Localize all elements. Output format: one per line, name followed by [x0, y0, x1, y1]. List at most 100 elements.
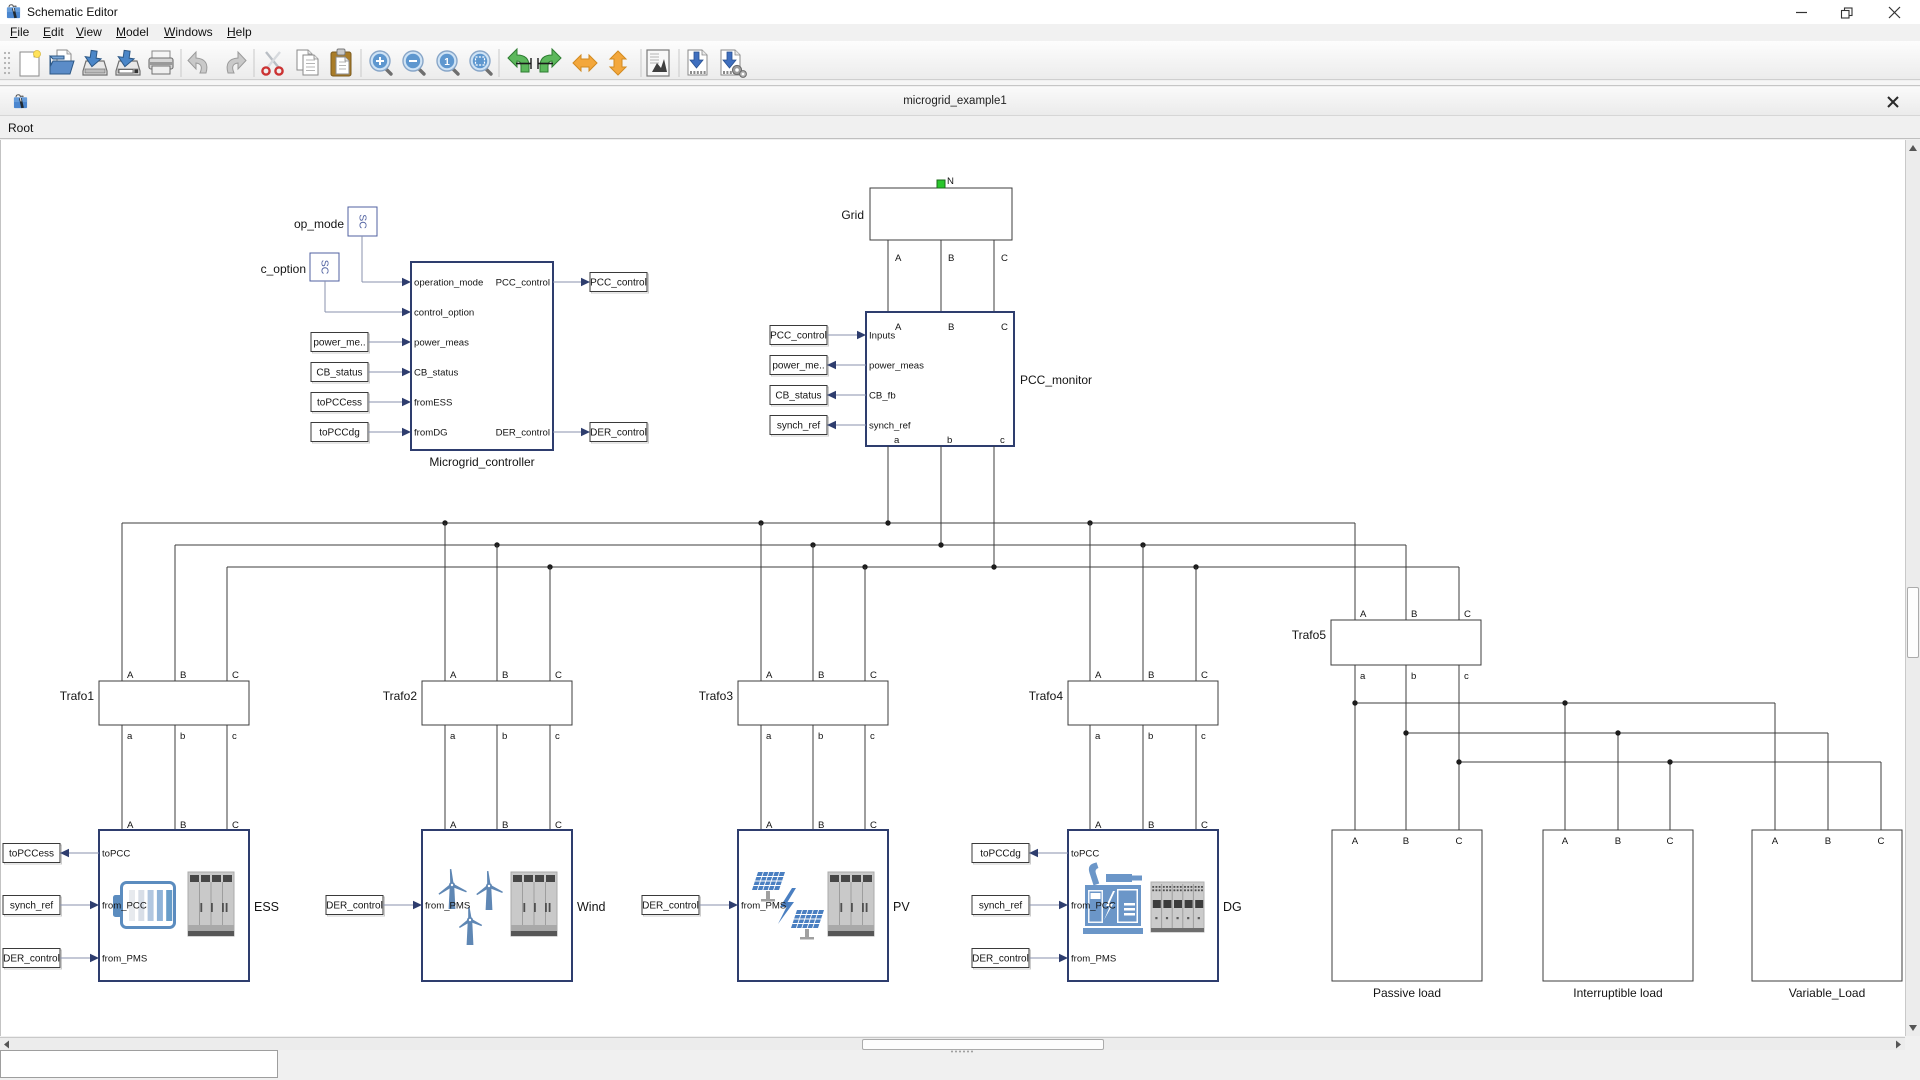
svg-text:PCC_control: PCC_control [770, 331, 827, 342]
svg-text:B: B [502, 820, 508, 831]
svg-text:A: A [1360, 609, 1367, 620]
svg-text:c: c [870, 731, 875, 742]
svg-text:C: C [870, 820, 877, 831]
svg-text:c_option: c_option [261, 262, 306, 276]
svg-text:B: B [818, 820, 824, 831]
svg-text:C: C [1201, 820, 1208, 831]
svg-text:control_option: control_option [414, 308, 474, 319]
svg-text:toPCC: toPCC [102, 849, 130, 860]
svg-text:toPCCess: toPCCess [317, 398, 362, 409]
svg-text:fromESS: fromESS [414, 398, 452, 409]
svg-text:Inputs: Inputs [869, 331, 895, 342]
svg-text:A: A [127, 820, 134, 831]
svg-text:B: B [1825, 836, 1831, 847]
svg-text:A: A [1095, 820, 1102, 831]
svg-text:DER_control: DER_control [326, 901, 383, 912]
svg-text:A: A [1772, 836, 1779, 847]
svg-text:C: C [1667, 836, 1674, 847]
svg-text:DER_control: DER_control [972, 954, 1029, 965]
svg-text:a: a [766, 731, 772, 742]
svg-text:CB_fb: CB_fb [869, 391, 896, 402]
svg-text:from_PCC: from_PCC [1071, 901, 1116, 912]
svg-text:C: C [1464, 609, 1471, 620]
svg-text:b: b [818, 731, 823, 742]
svg-text:fromDG: fromDG [414, 428, 448, 439]
svg-text:B: B [1615, 836, 1621, 847]
svg-text:CB_status: CB_status [775, 391, 821, 402]
svg-text:b: b [502, 731, 507, 742]
svg-text:B: B [1148, 820, 1154, 831]
svg-text:C: C [1878, 836, 1885, 847]
svg-text:DG: DG [1223, 900, 1242, 914]
svg-text:Trafo2: Trafo2 [383, 689, 418, 703]
svg-text:B: B [180, 820, 186, 831]
svg-text:A: A [1095, 670, 1102, 681]
svg-text:B: B [948, 253, 954, 264]
svg-text:a: a [894, 435, 900, 446]
svg-text:Variable_Load: Variable_Load [1789, 986, 1866, 1000]
svg-text:A: A [766, 670, 773, 681]
svg-text:synch_ref: synch_ref [869, 421, 911, 432]
svg-text:Grid: Grid [841, 208, 864, 222]
svg-text:from_PMS: from_PMS [1071, 954, 1116, 965]
svg-text:A: A [1562, 836, 1569, 847]
svg-text:PCC_control: PCC_control [590, 278, 647, 289]
svg-text:C: C [232, 670, 239, 681]
svg-text:A: A [766, 820, 773, 831]
svg-text:A: A [1352, 836, 1359, 847]
svg-text:toPCC: toPCC [1071, 849, 1099, 860]
svg-text:ESS: ESS [254, 900, 279, 914]
svg-text:B: B [1148, 670, 1154, 681]
svg-text:toPCCess: toPCCess [9, 849, 54, 860]
svg-text:toPCCdg: toPCCdg [980, 849, 1021, 860]
svg-text:B: B [180, 670, 186, 681]
svg-text:SC: SC [357, 214, 369, 229]
svg-text:DER_control: DER_control [496, 428, 550, 439]
svg-text:C: C [555, 820, 562, 831]
svg-text:power_meas: power_meas [414, 338, 469, 349]
svg-text:A: A [895, 322, 902, 333]
svg-text:CB_status: CB_status [414, 368, 458, 379]
svg-text:from_PMS: from_PMS [425, 901, 470, 912]
svg-text:DER_control: DER_control [590, 428, 647, 439]
svg-text:C: C [555, 670, 562, 681]
svg-text:A: A [127, 670, 134, 681]
svg-text:b: b [180, 731, 185, 742]
svg-text:Interruptible load: Interruptible load [1573, 986, 1662, 1000]
svg-text:C: C [1456, 836, 1463, 847]
svg-text:power_me..: power_me.. [772, 361, 824, 372]
svg-text:a: a [1360, 671, 1366, 682]
svg-text:PCC_monitor: PCC_monitor [1020, 373, 1092, 387]
svg-text:Trafo5: Trafo5 [1292, 628, 1327, 642]
svg-text:c: c [1201, 731, 1206, 742]
svg-text:a: a [1095, 731, 1101, 742]
svg-text:C: C [232, 820, 239, 831]
svg-text:C: C [870, 670, 877, 681]
svg-text:toPCCdg: toPCCdg [319, 428, 360, 439]
svg-text:A: A [895, 253, 902, 264]
svg-text:Trafo3: Trafo3 [699, 689, 734, 703]
svg-text:c: c [232, 731, 237, 742]
svg-text:a: a [127, 731, 133, 742]
svg-text:A: A [450, 670, 457, 681]
svg-text:from_PMS: from_PMS [741, 901, 786, 912]
svg-text:C: C [1001, 322, 1008, 333]
svg-text:synch_ref: synch_ref [777, 421, 821, 432]
svg-text:PCC_control: PCC_control [496, 278, 550, 289]
svg-text:SC: SC [319, 260, 331, 275]
svg-text:c: c [1000, 435, 1005, 446]
svg-text:synch_ref: synch_ref [979, 901, 1023, 912]
svg-text:op_mode: op_mode [294, 217, 344, 231]
svg-text:b: b [1411, 671, 1416, 682]
svg-text:B: B [818, 670, 824, 681]
svg-text:c: c [1464, 671, 1469, 682]
svg-text:from_PCC: from_PCC [102, 901, 147, 912]
svg-text:B: B [948, 322, 954, 333]
svg-text:PV: PV [893, 900, 910, 914]
svg-text:Trafo1: Trafo1 [60, 689, 95, 703]
svg-text:power_meas: power_meas [869, 361, 924, 372]
svg-text:Trafo4: Trafo4 [1029, 689, 1064, 703]
svg-text:synch_ref: synch_ref [10, 901, 54, 912]
svg-text:Wind: Wind [577, 900, 606, 914]
svg-text:DER_control: DER_control [642, 901, 699, 912]
